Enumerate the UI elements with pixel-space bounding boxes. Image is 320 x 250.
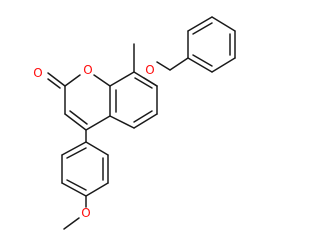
ether-oxygen-label: O <box>145 63 154 77</box>
bond-ar1 <box>85 141 109 156</box>
bond-c8a-o1 <box>93 74 111 87</box>
bond-ph6 <box>187 57 213 73</box>
bond-methoxy-o-ch3 <box>63 217 80 230</box>
bond-c8-c7-double <box>134 77 153 89</box>
bond-ar4 <box>61 182 87 197</box>
bond-c7-ether-o <box>143 77 158 87</box>
methoxy-oxygen-label: O <box>81 206 90 220</box>
benzo-ring <box>109 71 158 129</box>
chemical-structure-diagram: O O O O <box>33 16 236 230</box>
bond-ph5 <box>211 57 236 73</box>
carbonyl-oxygen-label: O <box>33 66 42 80</box>
bond-ar-double-3 <box>66 147 87 159</box>
bond-ch2-phenyl <box>169 57 189 71</box>
bond-ph-double-1 <box>192 22 213 35</box>
benzyloxy-group <box>143 57 189 87</box>
bond-ether-o-ch2 <box>156 61 171 71</box>
bond-c3-c4 <box>64 113 87 131</box>
methoxyphenyl-ring <box>61 141 109 197</box>
bond-ph2 <box>187 16 213 32</box>
bond-c2-carbonyl <box>47 72 66 87</box>
lactone-ring <box>47 72 111 131</box>
bond-o1-c2 <box>64 74 81 87</box>
bond-ph3 <box>211 16 236 32</box>
bond-carbonyl-double <box>47 78 61 89</box>
bond-c4-c4a <box>85 115 111 131</box>
bond-c8a-c8 <box>109 71 135 87</box>
bond-c3-c4-double <box>69 110 88 125</box>
bond-ar-double-2 <box>66 179 87 191</box>
bond-c5-c4a <box>109 115 135 129</box>
ring-oxygen-label: O <box>83 63 92 77</box>
benzyl-phenyl-ring <box>187 16 236 73</box>
bond-c6-c5-double <box>133 110 153 123</box>
bond-ar3 <box>85 182 109 197</box>
bond-c6-c5 <box>133 113 158 129</box>
bond-ar6 <box>61 141 87 156</box>
bond-ph-double-3 <box>192 54 213 67</box>
